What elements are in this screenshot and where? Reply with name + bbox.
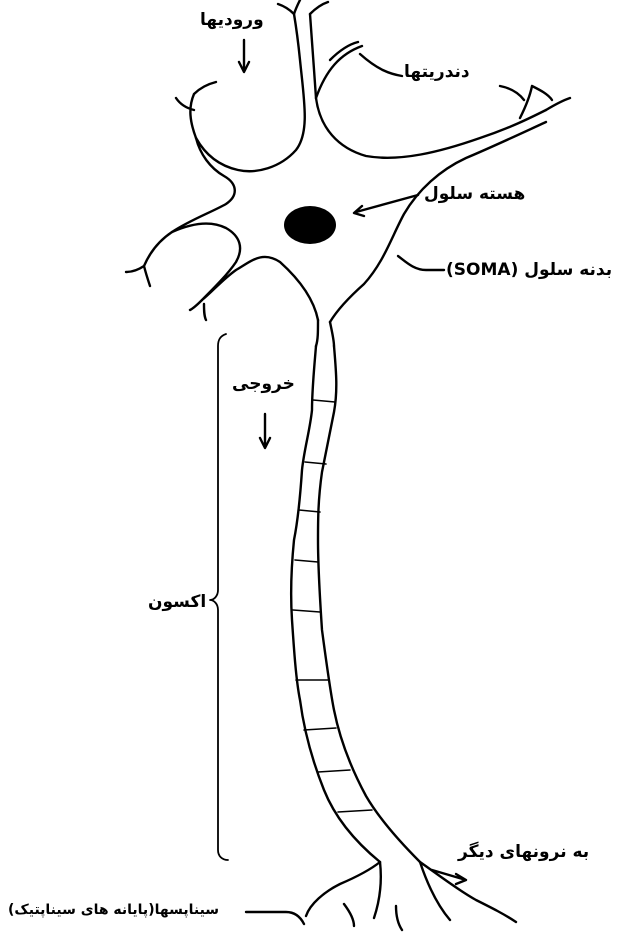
soma-pointer — [398, 256, 444, 270]
myelin-segments — [293, 400, 372, 812]
synapse-pointer — [246, 912, 304, 924]
label-inputs: ورودیها — [200, 12, 264, 29]
dendrite-pointer — [360, 54, 402, 76]
axon-sheath-right — [318, 346, 420, 862]
label-synapses: سیناپسها(پایانه های سیناپتیک) — [8, 903, 219, 917]
label-dendrites: دندریتها — [404, 64, 470, 81]
axon-sheath-left — [291, 346, 380, 862]
output-arrow — [260, 414, 270, 448]
label-to-other-neurons: به نرونهای دیگر — [458, 844, 589, 861]
axon-bracket — [210, 334, 228, 860]
axon-hillock — [316, 320, 334, 346]
label-soma: بدنه سلول (SOMA) — [446, 262, 612, 279]
label-output: خروجی — [232, 376, 295, 393]
dendrite-right — [520, 86, 570, 118]
input-arrow — [239, 40, 249, 72]
label-axon: اکسون — [148, 594, 206, 611]
dendrite-pointer-2 — [500, 86, 524, 100]
dendrite-top-right — [310, 2, 362, 98]
dendrite-left-middle — [126, 232, 172, 286]
label-nucleus: هسته سلول — [424, 186, 525, 203]
nucleus — [284, 206, 336, 244]
dendrite-left-lower — [190, 300, 206, 320]
dendrite-left-upper — [176, 82, 216, 138]
axon-terminals — [306, 862, 516, 930]
dendrite-top-left — [278, 0, 300, 14]
